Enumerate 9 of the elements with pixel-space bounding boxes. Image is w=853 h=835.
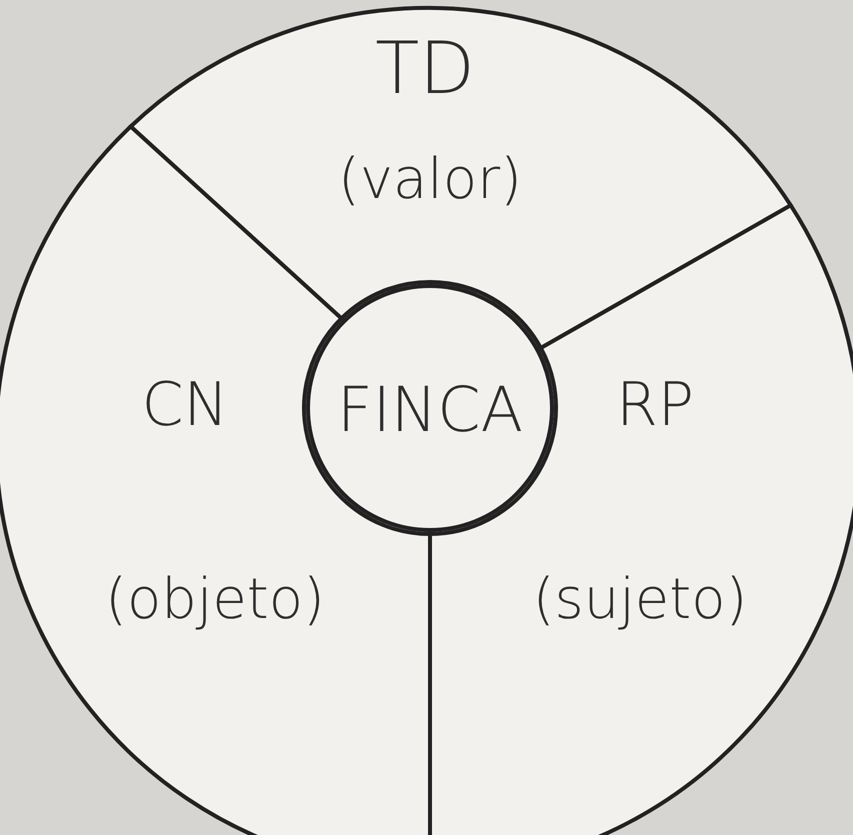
sector-label: CN: [142, 375, 228, 435]
sector-label: RP: [616, 375, 694, 435]
sector-sublabel: (objeto): [105, 572, 325, 628]
center-circle: [306, 284, 554, 532]
sector-label: TD: [375, 32, 475, 104]
ring-sector: [128, 6, 793, 350]
sector-sublabel: (sujeto): [532, 572, 748, 628]
sector-sublabel: (valor): [338, 152, 522, 208]
center-label: FINCA: [336, 379, 524, 441]
